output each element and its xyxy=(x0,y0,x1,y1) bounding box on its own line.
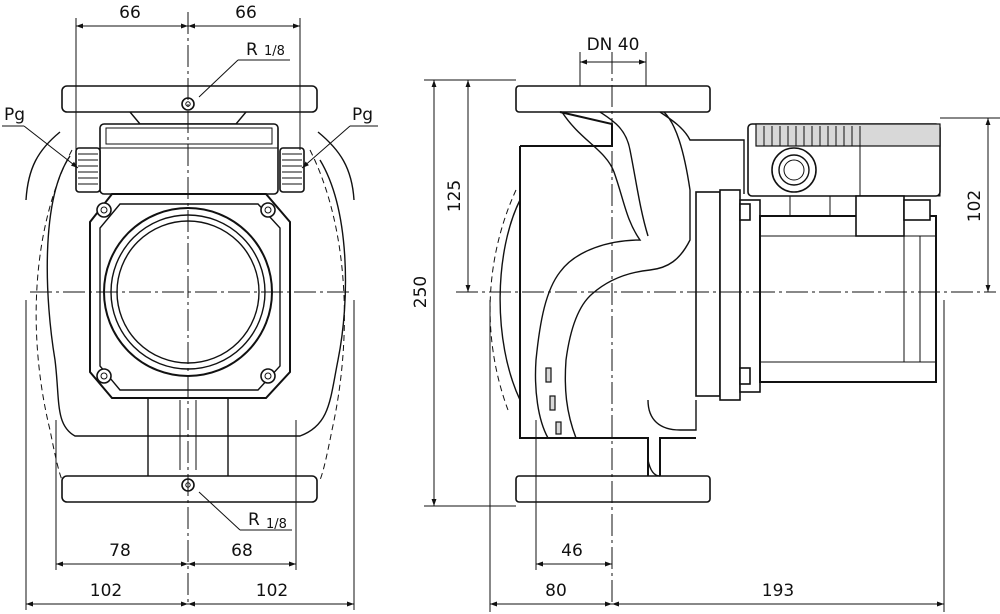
dim-bottom-left-label: 80 xyxy=(545,581,567,601)
dim-offset-label: 46 xyxy=(561,541,583,561)
side-gland-lower xyxy=(855,195,905,237)
svg-text:R: R xyxy=(246,40,258,60)
label-thread-bottom: R 1/8 xyxy=(248,510,287,532)
dim-bottom-inner-right-label: 68 xyxy=(231,541,253,561)
svg-text:1/8: 1/8 xyxy=(266,517,287,532)
side-lower-stem xyxy=(647,438,661,477)
dim-bottom-inner-left-label: 78 xyxy=(109,541,131,561)
dim-top-right-label: 66 xyxy=(235,3,257,23)
leader-thread-bottom xyxy=(198,491,241,531)
side-terminal-box-top xyxy=(755,123,941,147)
label-thread-top: R 1/8 xyxy=(246,40,285,60)
side-flange-bolts xyxy=(739,203,751,385)
front-motor-flange-inner xyxy=(99,203,281,391)
side-motor-flange-plate-2 xyxy=(719,189,741,401)
side-volute-curve-upper xyxy=(534,111,642,439)
side-hidden-left xyxy=(489,189,517,411)
side-volute-neck xyxy=(659,111,745,194)
side-lower-bulge xyxy=(647,399,697,431)
front-hidden-arc-left xyxy=(35,149,73,481)
front-motor-flange xyxy=(89,193,291,399)
side-volute-outlet xyxy=(564,111,691,439)
dim-bottom-outer-right-label: 102 xyxy=(256,581,288,601)
front-lower-stem-inner xyxy=(179,400,197,470)
side-volute-curve-lower xyxy=(599,111,649,237)
front-bolts xyxy=(96,202,276,384)
side-housing-left-arc xyxy=(499,199,521,401)
label-cable-gland-left: Pg xyxy=(4,105,25,125)
front-terminal-inner xyxy=(105,127,273,145)
side-ribs xyxy=(545,367,562,435)
side-top-flange xyxy=(515,85,711,113)
front-dash-arc-top-right xyxy=(317,131,355,201)
side-view: DN 40 250 125 102 46 80 193 xyxy=(411,35,1000,612)
label-cable-gland-right: Pg xyxy=(352,105,373,125)
dim-motor-height-label: 102 xyxy=(965,190,985,222)
svg-text:1/8: 1/8 xyxy=(264,44,285,59)
dim-half-height-label: 125 xyxy=(445,180,465,212)
dim-bottom-outer-left-label: 102 xyxy=(90,581,122,601)
front-hidden-arc-right xyxy=(309,149,345,481)
side-pump-housing xyxy=(519,111,696,476)
front-outer-casing xyxy=(46,155,347,437)
side-bottom-flange xyxy=(515,475,711,503)
svg-text:R: R xyxy=(248,510,260,530)
dim-top-left-label: 66 xyxy=(119,3,141,23)
side-motor-stator xyxy=(759,215,937,383)
dim-bottom-right-label: 193 xyxy=(762,581,794,601)
side-terminal-fins xyxy=(763,126,861,146)
cable-gland-right-graphic xyxy=(279,147,305,193)
front-dash-arc-top-left xyxy=(25,131,61,201)
front-terminal-band xyxy=(99,123,279,195)
cable-gland-left-graphic xyxy=(75,147,101,193)
leader-thread-top xyxy=(198,59,239,98)
front-lower-stem xyxy=(147,398,229,476)
dim-total-height-label: 250 xyxy=(411,276,431,308)
front-view: 66 66 R 1/8 R 1/8 Pg Pg 78 68 xyxy=(2,3,378,610)
side-motor-flange-plate xyxy=(695,191,721,397)
side-motor-flange-plate-3 xyxy=(739,199,761,393)
dim-nominal-diameter-label: DN 40 xyxy=(587,35,640,55)
